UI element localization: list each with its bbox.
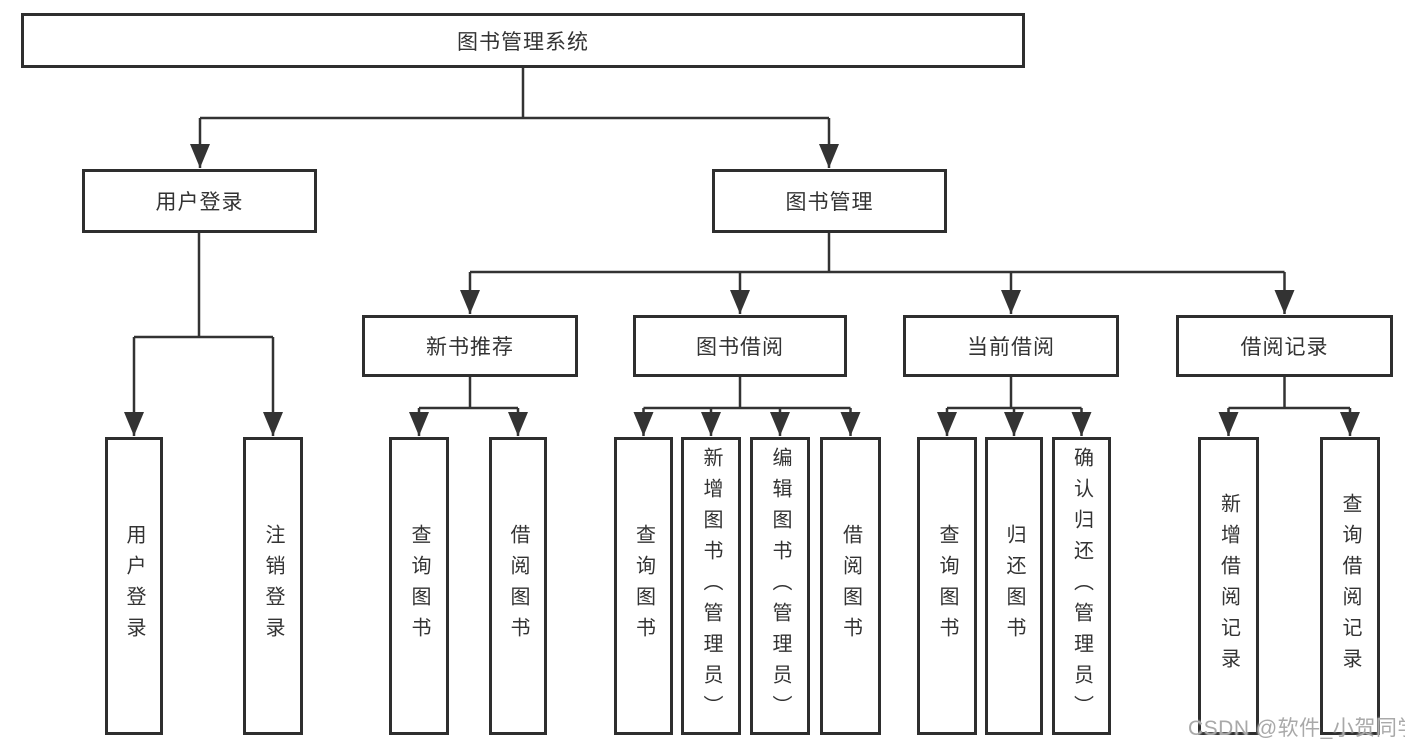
leaf-add-books-admin: 新增图书（管理员）	[681, 437, 741, 735]
node-user-login: 用户登录	[82, 169, 317, 233]
node-library-management-system: 图书管理系统	[21, 13, 1025, 68]
leaf-user-login: 用户登录	[105, 437, 163, 735]
csdn-watermark: CSDN @软件_小贺同学	[1188, 717, 1405, 740]
leaf-confirm-return-admin: 确认归还（管理员）	[1052, 437, 1111, 735]
leaf-query-books-newbook: 查询图书	[389, 437, 449, 735]
leaf-query-books-borrowing: 查询图书	[614, 437, 673, 735]
node-book-borrowing: 图书借阅	[633, 315, 847, 377]
leaf-logout: 注销登录	[243, 437, 303, 735]
leaf-return-books: 归还图书	[985, 437, 1043, 735]
leaf-edit-books-admin: 编辑图书（管理员）	[750, 437, 810, 735]
leaf-borrow-books-borrowing: 借阅图书	[820, 437, 881, 735]
leaf-add-borrow-record: 新增借阅记录	[1198, 437, 1259, 735]
node-new-book-recommendation: 新书推荐	[362, 315, 578, 377]
leaf-borrow-books-newbook: 借阅图书	[489, 437, 547, 735]
node-borrowing-records: 借阅记录	[1176, 315, 1393, 377]
leaf-query-books-current: 查询图书	[917, 437, 977, 735]
leaf-query-borrow-record: 查询借阅记录	[1320, 437, 1380, 735]
node-book-management: 图书管理	[712, 169, 947, 233]
node-current-borrowing: 当前借阅	[903, 315, 1119, 377]
